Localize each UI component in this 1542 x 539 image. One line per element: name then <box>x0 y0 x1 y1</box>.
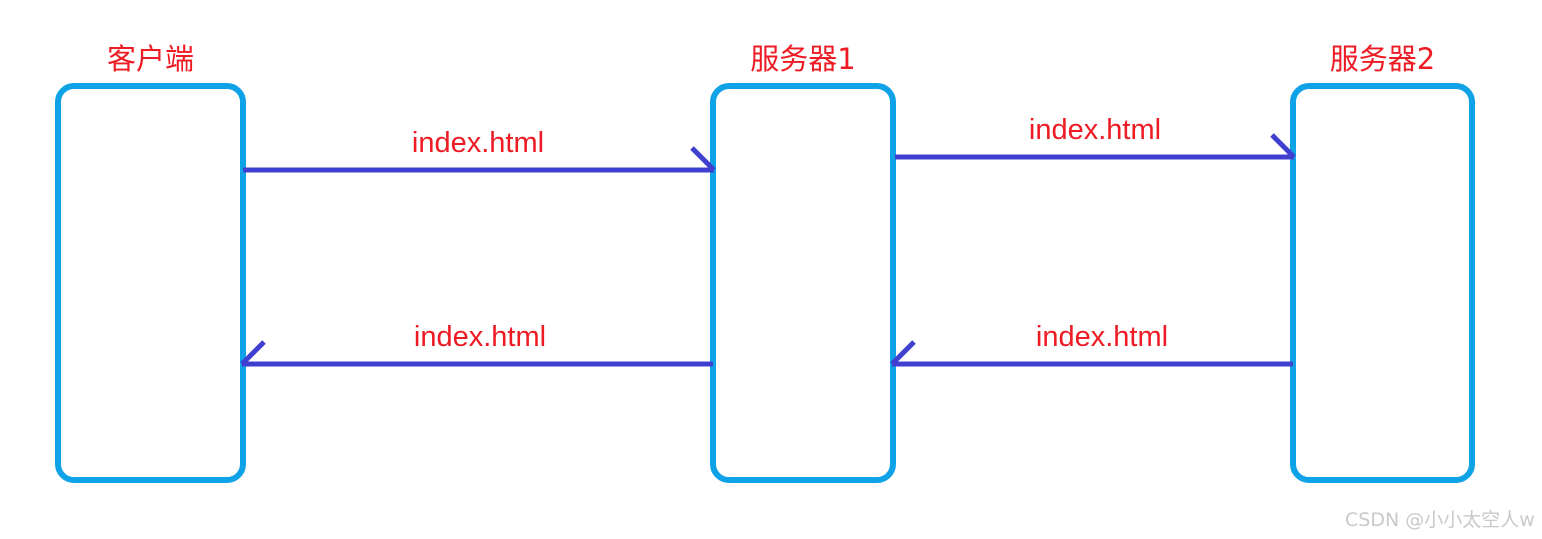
node-label-client: 客户端 <box>106 42 194 76</box>
edge-server1-to-server2[interactable] <box>895 133 1296 160</box>
arrowhead-left-icon <box>890 340 916 366</box>
edge-label-client-to-server1: index.html <box>411 127 545 159</box>
edge-label-server2-to-server1: index.html <box>1035 321 1169 353</box>
node-server1-box[interactable] <box>710 83 896 483</box>
arrowhead-right-icon <box>1270 133 1296 159</box>
node-label-server2: 服务器2 <box>1329 42 1436 76</box>
edge-label-server1-to-server2: index.html <box>1028 114 1162 146</box>
edge-server2-to-server1[interactable] <box>890 340 1293 367</box>
edge-client-to-server1[interactable] <box>243 146 716 173</box>
node-server2-box[interactable] <box>1290 83 1475 483</box>
csdn-watermark: CSDN @小小太空人w <box>1345 509 1535 531</box>
arrowhead-left-icon <box>240 340 266 366</box>
node-client-box[interactable] <box>55 83 246 483</box>
edge-label-server1-to-client: index.html <box>413 321 547 353</box>
node-label-server1: 服务器1 <box>750 42 856 76</box>
arrowhead-right-icon <box>690 146 716 172</box>
edge-server1-to-client[interactable] <box>240 340 713 367</box>
